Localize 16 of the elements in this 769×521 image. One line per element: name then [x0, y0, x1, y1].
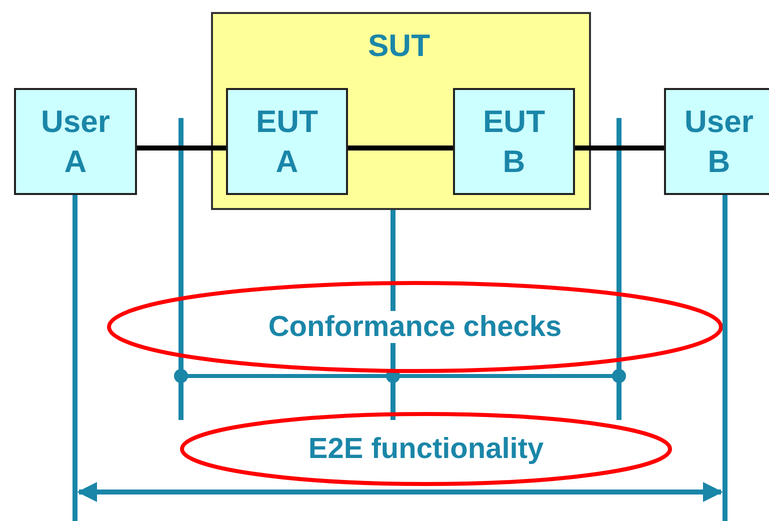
- system-label: SUT: [367, 27, 431, 65]
- reference-line: [72, 195, 78, 521]
- box-label: User A: [40, 102, 111, 180]
- component-box: [14, 88, 137, 195]
- component-box: [226, 88, 348, 195]
- component-box: [664, 88, 769, 195]
- connector-line: [137, 146, 226, 150]
- component-box: [453, 88, 575, 195]
- system-box: [211, 12, 591, 210]
- connector-line: [575, 146, 664, 150]
- connector-line: [348, 146, 453, 150]
- box-label: User B: [684, 102, 754, 180]
- box-label: EUT A: [255, 102, 319, 180]
- box-label: EUT B: [482, 102, 546, 180]
- oval-label: Conformance checks: [268, 311, 562, 343]
- reference-line: [722, 195, 728, 521]
